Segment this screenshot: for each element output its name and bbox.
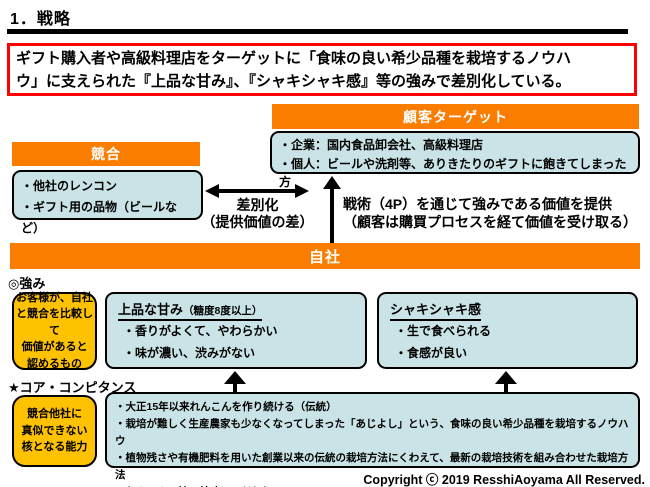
competitor-header: 競合: [12, 142, 200, 166]
core-competence-label: ★コア・コンピタンス: [8, 380, 137, 395]
strengths-label: ◎強み: [8, 276, 46, 291]
strength-box-sweetness: 上品な甘み（糖度8度以上） ・香りがよくて、やわらかい ・味が濃い、渋みがない: [105, 292, 367, 369]
competitor-box: ・他社のレンコン ・ギフト用の品物（ビールなど）: [12, 170, 203, 235]
summary-line-1: ギフト購入者や高級料理店をターゲットに「食味の良い希少品種を栽培するノウハ: [16, 50, 572, 67]
core-competence-item: ・植物残さや有機肥料を用いた創業以来の伝統の栽培方法にくわえて、最新の栽培技術を…: [115, 452, 629, 481]
core-definition-line: 真似できない: [21, 424, 88, 437]
strength-title-main: 上品な甘み: [118, 302, 184, 317]
strength-item: ・生で食べられる: [395, 324, 492, 339]
customer-target-item: ・個人：ビールや洗剤等、ありきたりのギフトに飽きてしまった方: [279, 156, 627, 190]
core-definition-line: 核となる能力: [21, 441, 88, 454]
arrow-stem: [504, 383, 508, 395]
differentiation-line-2: （提供価値の差）: [201, 214, 314, 231]
core-competence-definition-box: 競合他社に 真似できない 核となる能力: [12, 395, 97, 467]
arrow-left-head-icon: [205, 184, 219, 198]
competitor-item: ・他社のレンコン: [21, 179, 118, 193]
strength-item: ・食感が良い: [395, 345, 468, 360]
tactics-line-1: 戦術（4P）を通じて強みである価値を提供: [343, 196, 612, 212]
arrow-up-head-icon: [224, 371, 246, 384]
arrow-stem: [213, 189, 301, 193]
strategy-summary-box: ギフト購入者や高級料理店をターゲットに「食味の良い希少品種を栽培するノウハ ウ」…: [7, 43, 637, 96]
value-delivery-up-arrow-icon: [323, 176, 341, 243]
arrow-stem: [233, 383, 237, 395]
strengths-definition-box: お客様が、自社 と競合を比較して 価値があると 認めるもの: [12, 292, 97, 370]
core-competence-box: ・大正15年以来れんこんを作り続ける（伝統） ・栽培が難しく生産農家も少なくなっ…: [105, 392, 640, 487]
arrow-stem: [330, 188, 334, 243]
core-competence-item: ・栽培が難しく生産農家も少なくなってしまった「あじよし」という、食味の良い希少品…: [115, 418, 629, 447]
strength-title-note: （糖度8度以上）: [183, 305, 263, 317]
differentiation-label: 差別化 （提供価値の差）: [180, 197, 335, 231]
tactics-label: 戦術（4P）を通じて強みである価値を提供 （顧客は購買プロセスを経て価値を受け取…: [343, 196, 643, 232]
strength-title: 上品な甘み（糖度8度以上）: [118, 301, 354, 322]
core-to-strength-arrow-icon: [224, 371, 246, 395]
strength-item: ・味が濃い、渋みがない: [123, 345, 256, 360]
page-title: 1．戦略: [10, 11, 71, 28]
title-underline: [7, 29, 628, 34]
differentiation-line-1: 差別化: [236, 197, 279, 213]
strength-title: シャキシャキ感: [390, 301, 625, 322]
tactics-line-2: （顧客は購買プロセスを経て価値を受け取る）: [343, 213, 637, 230]
strength-item: ・香りがよくて、やわらかい: [123, 324, 278, 339]
strength-title-main: シャキシャキ感: [390, 302, 482, 317]
differentiation-double-arrow-icon: [205, 184, 309, 198]
arrow-up-head-icon: [323, 176, 341, 189]
competitor-item: ・ギフト用の品物（ビールなど）: [21, 200, 178, 235]
customer-target-item: ・企業：国内食品卸会社、高級料理店: [279, 138, 484, 152]
arrow-up-head-icon: [495, 371, 517, 384]
core-to-strength-arrow-icon: [495, 371, 517, 395]
strengths-definition-line: お客様が、自社: [16, 291, 93, 304]
core-competence-item: ・大正15年以来れんこんを作り続ける（伝統）: [115, 401, 337, 413]
own-company-header: 自社: [10, 243, 640, 269]
strengths-definition-line: 価値があると: [21, 341, 88, 354]
strengths-definition-line: 認めるもの: [27, 357, 82, 370]
strengths-definition-line: と競合を比較して: [16, 308, 93, 337]
summary-line-2: ウ」に支えられた『上品な甘み』、『シャキシャキ感』等の強みで差別化している。: [16, 72, 571, 90]
customer-target-header: 顧客ターゲット: [272, 104, 639, 129]
copyright-text: Copyright ⓒ 2019 ResshiAoyama All Reserv…: [363, 473, 645, 487]
arrow-right-head-icon: [295, 184, 309, 198]
customer-target-box: ・企業：国内食品卸会社、高級料理店 ・個人：ビールや洗剤等、ありきたりのギフトに…: [270, 131, 640, 189]
core-definition-line: 競合他社に: [27, 408, 82, 421]
strength-box-crunchiness: シャキシャキ感 ・生で食べられる ・食感が良い: [377, 292, 638, 369]
